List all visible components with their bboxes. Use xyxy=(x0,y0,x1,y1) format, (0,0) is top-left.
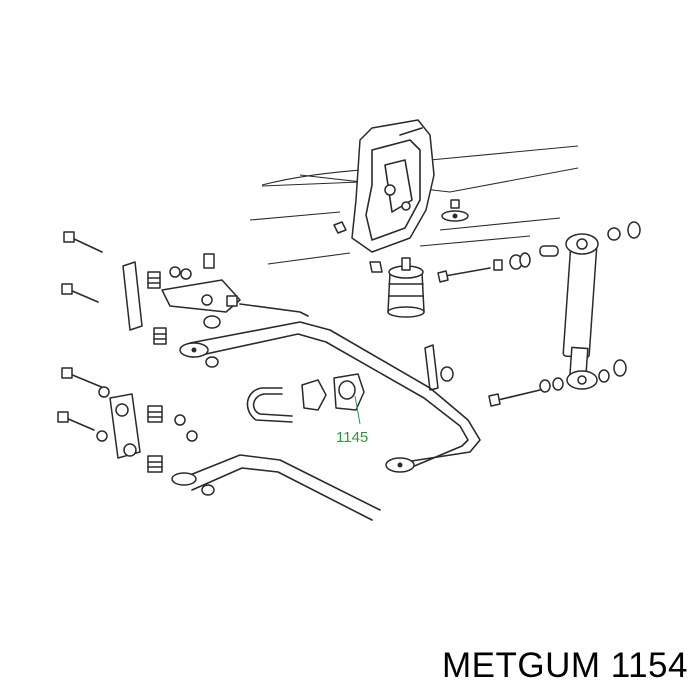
left-bolts-nuts xyxy=(57,231,219,496)
callout-part-number: 1145 xyxy=(336,429,368,446)
chassis-frame-lines xyxy=(249,145,579,265)
callout-1145: 1145 xyxy=(336,395,368,446)
stabilizer-bushings xyxy=(301,373,365,411)
shock-absorber xyxy=(562,233,599,390)
center-link-bracket xyxy=(424,344,454,391)
stabilizer-bar xyxy=(171,321,481,521)
small-bracket xyxy=(161,253,309,329)
left-link-plates xyxy=(109,261,143,459)
bump-stop xyxy=(387,257,425,318)
product-caption: METGUM 1154 xyxy=(441,646,688,685)
u-bolt xyxy=(246,387,293,423)
bracket-washers xyxy=(333,199,469,273)
mounting-bracket xyxy=(351,119,435,253)
left-bushing-stacks xyxy=(147,271,167,473)
upper-shock-hardware xyxy=(437,221,641,283)
lower-shock-hardware xyxy=(488,359,627,407)
